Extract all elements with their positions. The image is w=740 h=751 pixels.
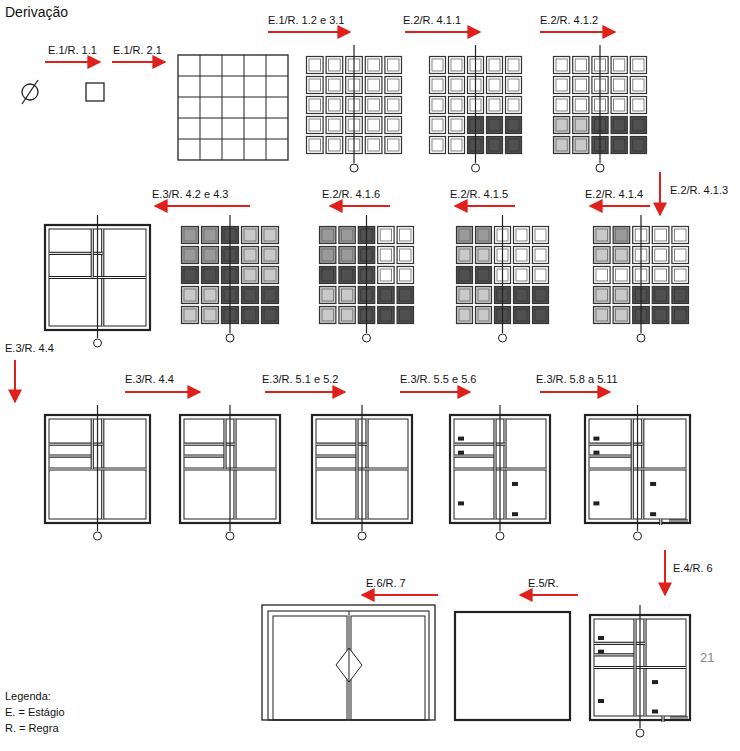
- rule-arrow: [268, 31, 350, 33]
- rule-label: E.3/R. 5.1 e 5.2: [262, 373, 338, 386]
- symmetry-axis: [639, 605, 640, 728]
- rule-label: E.2/R. 4.1.3: [670, 184, 728, 197]
- empty-set-symbol: [22, 80, 38, 104]
- rule-label: E.3/R. 4.4: [125, 373, 174, 386]
- symmetry-axis: [353, 45, 354, 163]
- rule-arrow: [125, 391, 200, 393]
- axis-marker: [226, 334, 234, 342]
- rule-label: E.2/R. 4.1.6: [322, 188, 380, 201]
- axis-marker: [634, 532, 642, 540]
- rule-label: E.1/R. 2.1: [113, 44, 162, 57]
- legend-entry: R. = Regra: [5, 722, 59, 735]
- rule-label: E.6/R. 7: [366, 577, 406, 590]
- rule-arrow: [155, 205, 250, 207]
- symmetry-axis: [229, 215, 230, 333]
- axis-marker: [637, 334, 645, 342]
- page-number: 21: [700, 650, 714, 666]
- rule-arrow: [664, 550, 666, 595]
- rule-arrow: [362, 594, 438, 596]
- symmetry-axis: [502, 215, 503, 333]
- axis-marker: [226, 532, 234, 540]
- axis-marker: [596, 164, 604, 172]
- rule-arrow: [455, 205, 515, 207]
- rule-arrow: [405, 31, 480, 33]
- rule-arrow: [400, 391, 470, 393]
- symmetry-axis: [637, 405, 638, 531]
- axis-marker: [350, 164, 358, 172]
- axis-marker: [363, 334, 371, 342]
- axis-marker: [496, 532, 504, 540]
- rule-label: E.3/R. 5.8 a 5.11: [536, 373, 618, 386]
- rule-label: E.3/R. 5.5 e 5.6: [400, 373, 476, 386]
- axis-marker: [94, 532, 102, 540]
- axis-marker: [636, 729, 644, 737]
- legend-title: Legenda:: [5, 690, 51, 703]
- rule-label: E.2/R. 4.1.5: [450, 188, 508, 201]
- rule-label: E.2/R. 4.1.2: [540, 14, 598, 27]
- rule-label: E.2/R. 4.1.4: [585, 188, 643, 201]
- rule-arrow: [112, 61, 165, 63]
- rule-arrow: [14, 360, 16, 402]
- rule-label: E.4/R. 6: [673, 562, 713, 575]
- symmetry-axis: [366, 215, 367, 333]
- axis-marker: [94, 339, 102, 347]
- symmetry-axis: [499, 405, 500, 531]
- symmetry-axis: [229, 405, 230, 531]
- rule-arrow: [659, 172, 661, 215]
- grid-stage: [178, 55, 288, 160]
- symmetry-axis: [640, 215, 641, 333]
- rule-label: E.5/R.: [528, 577, 559, 590]
- rule-arrow: [265, 391, 345, 393]
- axis-marker: [499, 334, 507, 342]
- diagram-title: Derivação: [5, 4, 68, 21]
- rule-label: E.3/R. 4.4: [5, 342, 54, 355]
- rule-arrow: [540, 391, 610, 393]
- rule-arrow: [590, 205, 650, 207]
- volume-square: [455, 612, 570, 720]
- symmetry-axis: [475, 45, 476, 163]
- legend-entry: E. = Estágio: [5, 706, 65, 719]
- rule-label: E.3/R. 4.2 e 4.3: [152, 188, 228, 201]
- rule-label: E.1/R. 1.2 e 3.1: [268, 14, 344, 27]
- rule-arrow: [540, 31, 615, 33]
- initial-square: [86, 83, 104, 101]
- rule-arrow: [520, 594, 578, 596]
- symmetry-axis: [97, 215, 98, 338]
- rule-arrow: [330, 205, 390, 207]
- symmetry-axis: [361, 405, 362, 531]
- rule-label: E.1/R. 1.1: [48, 44, 97, 57]
- symmetry-axis: [97, 405, 98, 531]
- axis-marker: [472, 164, 480, 172]
- facade-door: [262, 605, 435, 720]
- rule-label: E.2/R. 4.1.1: [403, 14, 461, 27]
- axis-marker: [358, 532, 366, 540]
- symmetry-axis: [599, 45, 600, 163]
- rule-arrow: [45, 61, 100, 63]
